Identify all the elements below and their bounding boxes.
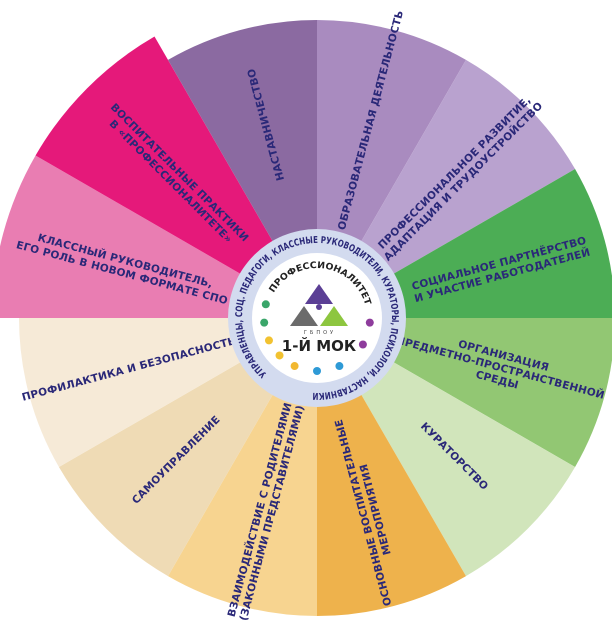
gear-icon [290, 362, 299, 371]
hub-inner-circle [252, 253, 382, 383]
microscope-icon [358, 340, 367, 349]
picture-icon [275, 351, 284, 360]
segment-9 [0, 155, 317, 318]
logo-left-triangle [290, 306, 318, 326]
leaf-icon [261, 300, 270, 309]
logo-icon [290, 284, 348, 326]
hub-icons [260, 300, 374, 375]
hub: УПРАВЛЕНЦЫ, СОЦ. ПЕДАГОГИ, КЛАССНЫЕ РУКО… [228, 229, 406, 407]
segment-7 [58, 318, 317, 577]
globe-icon [313, 367, 321, 375]
segment-1 [317, 59, 576, 318]
logo-figure-icon [316, 304, 322, 310]
org-name: 1-Й МОК [282, 336, 357, 355]
sun-icon [264, 336, 273, 345]
org-small-text: ГБПОУ [304, 330, 336, 336]
wheel-segments [0, 20, 612, 616]
book-icon [365, 318, 374, 327]
logo-top-triangle [305, 284, 333, 304]
segment-10 [35, 36, 317, 318]
logo-right-triangle [320, 306, 348, 326]
segment-4 [317, 318, 576, 577]
shield-icon [335, 362, 344, 371]
plant-icon [260, 318, 269, 327]
